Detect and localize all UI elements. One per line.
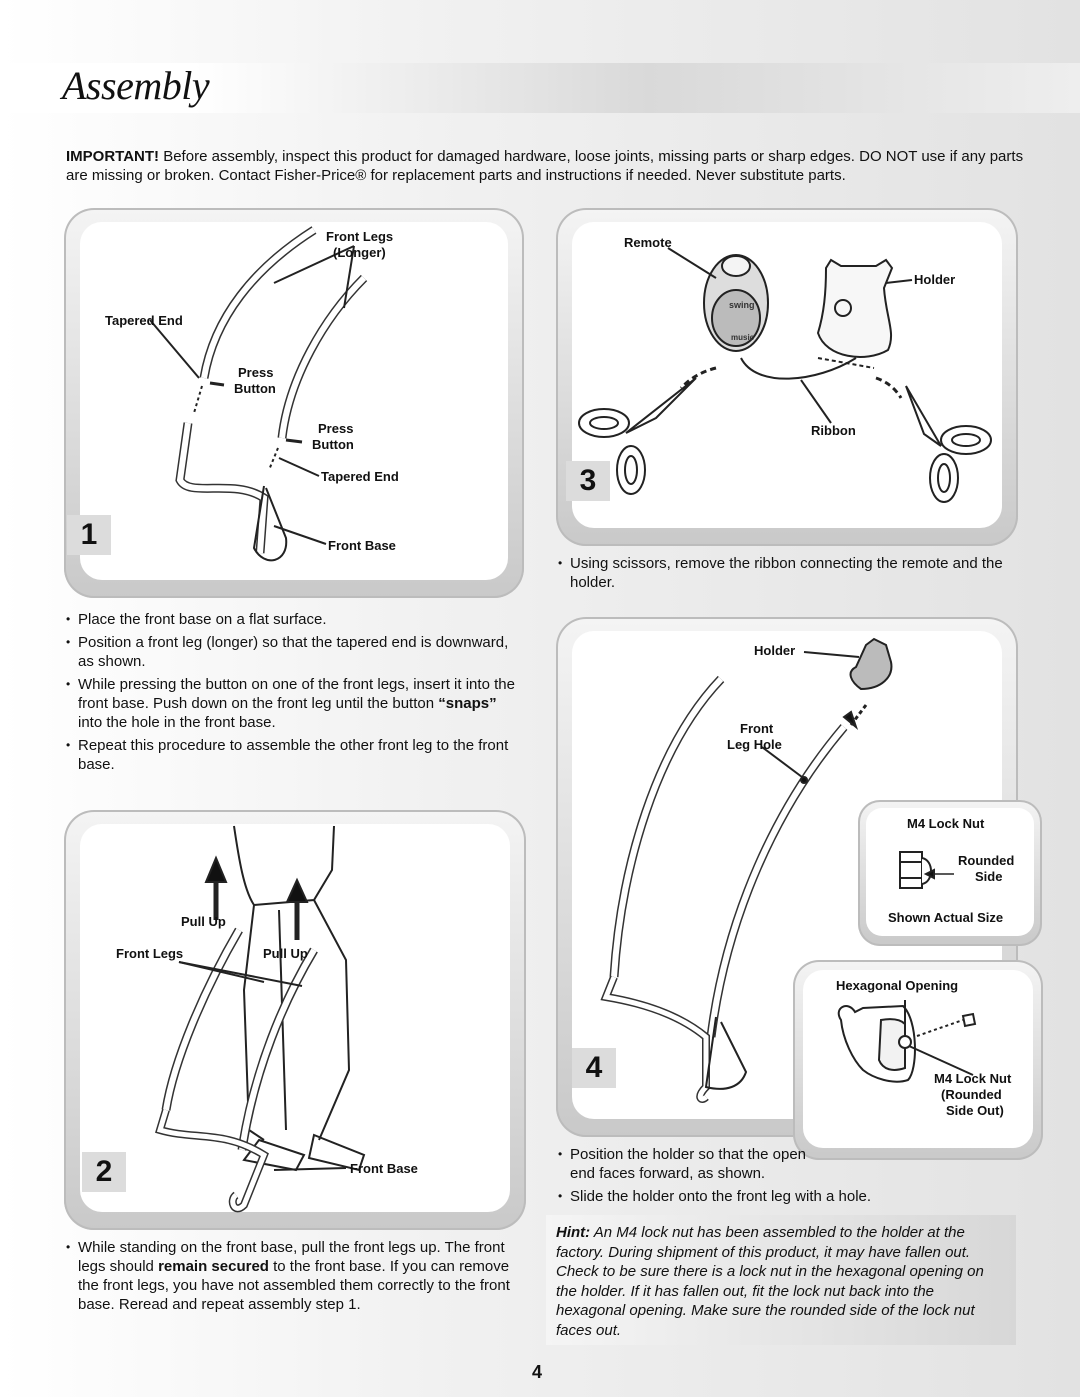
step2-bullet-post: to the front base. If you can remove the… xyxy=(78,1258,510,1313)
step3-bullet-1: Using scissors, remove the ribbon connec… xyxy=(558,554,1013,592)
step1-panel xyxy=(64,208,524,598)
label-front: Front xyxy=(740,721,774,736)
pull-up-illustration xyxy=(155,825,366,1213)
hex-opening-illustration xyxy=(837,1000,977,1083)
label-remote: Remote xyxy=(624,235,672,250)
label-press-2: Press xyxy=(318,421,354,436)
step1-bullet-3-bold: “snaps” xyxy=(438,695,497,712)
holder-leg-illustration xyxy=(600,637,893,1103)
hex-opening-inset xyxy=(793,960,1043,1160)
step-number-1: 1 xyxy=(67,515,111,555)
front-legs-illustration xyxy=(149,226,368,562)
title-bar xyxy=(0,63,1080,113)
page-title: Assembly xyxy=(62,63,210,108)
scissors-remote-illustration: swing music xyxy=(578,247,992,503)
important-label: IMPORTANT! xyxy=(66,148,160,165)
label-m4-lock-nut-2: M4 Lock Nut xyxy=(934,1071,1012,1086)
lock-nut-inset-inner xyxy=(866,808,1034,936)
label-ribbon: Ribbon xyxy=(811,423,856,438)
label-front-base-1: Front Base xyxy=(328,538,396,553)
label-rounded-2: (Rounded xyxy=(941,1087,1002,1102)
step1-bullet-4: Repeat this procedure to assemble the ot… xyxy=(66,736,516,774)
step2-panel xyxy=(64,810,526,1230)
label-longer: (Longer) xyxy=(333,245,386,260)
label-pull-up-2: Pull Up xyxy=(263,946,308,961)
label-button-1: Button xyxy=(234,381,276,396)
step-number-2: 2 xyxy=(82,1152,126,1192)
label-pull-up-1: Pull Up xyxy=(181,914,226,929)
label-hexagonal-opening: Hexagonal Opening xyxy=(836,978,959,993)
step4-instructions: Position the holder so that the open end… xyxy=(558,1145,818,1187)
label-front-legs-2: Front Legs xyxy=(116,946,184,961)
step1-instructions: Place the front base on a flat surface. … xyxy=(66,610,516,778)
label-press-1: Press xyxy=(238,365,274,380)
hint-box: Hint: An M4 lock nut has been assembled … xyxy=(546,1215,1016,1345)
label-m4-lock-nut: M4 Lock Nut xyxy=(907,816,985,831)
label-holder-2: Holder xyxy=(754,643,796,658)
label-front-base-2: Front Base xyxy=(350,1161,418,1176)
lock-nut-illustration xyxy=(899,851,954,889)
label-front-legs: Front Legs xyxy=(326,229,394,244)
remote-swing-text: swing xyxy=(729,300,755,310)
step1-bullet-1: Place the front base on a flat surface. xyxy=(66,610,516,629)
label-side: Side xyxy=(975,869,1003,884)
step-number-4: 4 xyxy=(572,1048,616,1088)
label-holder: Holder xyxy=(914,272,956,287)
hint-label: Hint: xyxy=(556,1224,591,1241)
label-button-2: Button xyxy=(312,437,354,452)
step2-bullet-1: While standing on the front base, pull t… xyxy=(66,1238,521,1314)
label-side-out: Side Out) xyxy=(946,1103,1004,1118)
step1-bullet-3: While pressing the button on one of the … xyxy=(66,675,516,732)
hex-opening-inset-inner xyxy=(803,970,1033,1148)
step2-instructions: While standing on the front base, pull t… xyxy=(66,1238,521,1318)
label-rounded: Rounded xyxy=(958,853,1015,868)
important-notice: IMPORTANT! Before assembly, inspect this… xyxy=(66,147,1026,185)
step2-bullet-bold: remain secured xyxy=(158,1258,269,1275)
step3-instructions: Using scissors, remove the ribbon connec… xyxy=(558,554,1013,596)
label-tapered-end-2: Tapered End xyxy=(321,469,399,484)
important-text: Before assembly, inspect this product fo… xyxy=(66,148,1024,184)
remote-music-text: music xyxy=(731,333,755,342)
step4-bullet-2: Slide the holder onto the front leg with… xyxy=(558,1187,1013,1206)
label-tapered-end-1: Tapered End xyxy=(105,313,183,328)
lock-nut-inset xyxy=(858,800,1042,946)
step2-bullet-pre: While standing on the front base, pull t… xyxy=(78,1239,505,1275)
step-number-3: 3 xyxy=(566,461,610,501)
page-number: 4 xyxy=(532,1362,543,1382)
hint-text: An M4 lock nut has been assembled to the… xyxy=(556,1224,984,1339)
step1-bullet-3-post: into the hole in the front base. xyxy=(78,714,276,731)
label-shown-actual-size: Shown Actual Size xyxy=(888,910,1004,925)
step1-bullet-3-pre: While pressing the button on one of the … xyxy=(78,676,515,712)
step1-bullet-2: Position a front leg (longer) so that th… xyxy=(66,633,516,671)
label-leg-hole: Leg Hole xyxy=(727,737,782,752)
step4-bullet-1: Position the holder so that the open end… xyxy=(558,1145,818,1183)
step4-instructions-2: Slide the holder onto the front leg with… xyxy=(558,1187,1013,1210)
